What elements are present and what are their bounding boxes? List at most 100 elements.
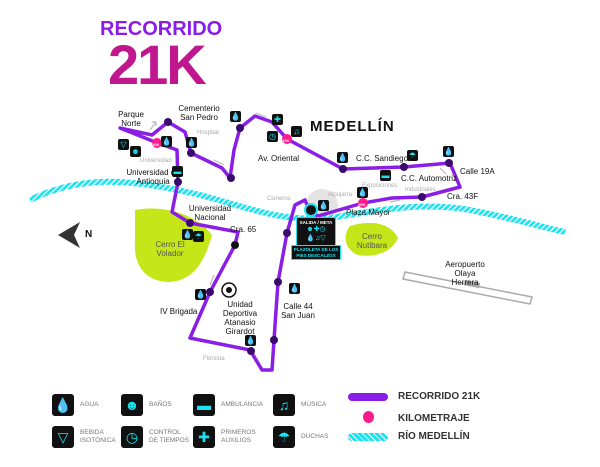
map-title: RECORRIDO [100, 18, 223, 40]
cup-icon: ▽ [118, 139, 129, 150]
first-aid-icon: ✚ [193, 426, 215, 448]
label-calle-44: Calle 44 San Juan [281, 302, 315, 320]
hill-el-volador [134, 208, 212, 282]
water-drop-icon: 💧 [289, 283, 300, 294]
km-swatch [362, 411, 374, 423]
hill-nutibara [345, 222, 398, 256]
music-icon: ♫ [273, 394, 295, 416]
label-cisneros: Cisneros [267, 196, 291, 202]
ambulance-icon: ▬ [193, 394, 215, 416]
water-drop-icon: 💧 [182, 229, 193, 240]
map-subtitle-21k: 21K [108, 33, 207, 96]
waypoint [187, 149, 195, 157]
airport-runway [402, 271, 533, 305]
shower-icon: ☂ [407, 150, 418, 161]
restroom-icon: ☻ [130, 146, 141, 157]
cup-icon: ▽ [52, 426, 74, 448]
city-label: MEDELLÍN [310, 118, 395, 135]
label-av-oriental: Av. Oriental [258, 154, 300, 163]
key-rio: RÍO MEDELLÍN [348, 431, 470, 442]
label-plazoleta: PLAZOLETA DE LOS PIES DESCALZOS [291, 245, 341, 260]
legend-banos: ☻BAÑOS [121, 394, 189, 416]
water-drop-icon: 💧 [245, 335, 256, 346]
first-aid-icon: ✚ [272, 114, 283, 125]
label-iv-brigada: IV Brigada [160, 307, 198, 316]
label-u-nacional: Universidad Nacional [188, 204, 232, 222]
alarm-clock-icon: ◷ [121, 426, 143, 448]
restroom-icon: ☻ [121, 394, 143, 416]
km-marker-20k [358, 198, 368, 208]
key-recorrido: RECORRIDO 21K [348, 391, 480, 402]
waypoint [206, 288, 214, 296]
waypoint [236, 124, 244, 132]
waypoint [174, 178, 182, 186]
waypoint [283, 229, 291, 237]
waypoint [186, 219, 194, 227]
start-finish-icon [304, 203, 318, 217]
label-universidad-metro: Universidad [140, 158, 172, 164]
compass-label: N [85, 229, 93, 240]
legend-bebida: ▽BEBIDA ISOTÓNICA [52, 426, 120, 448]
water-drop-icon: 💧 [337, 152, 348, 163]
label-cerro-nutibara: Cerro Nutibara [356, 232, 388, 250]
label-parque-norte: Parque Norte [118, 110, 144, 128]
km-marker-10k [152, 138, 162, 148]
label-unidad-deportiva: Unidad Deportiva Atanasio Girardot [222, 300, 258, 336]
legend-ambulancia: ▬AMBULANCIA [193, 394, 263, 416]
ambulance-icon: ▬ [172, 166, 183, 177]
label-industriales: Industriales [405, 187, 436, 193]
km-label-20k: 20K [358, 202, 366, 207]
alarm-clock-icon: ◷ [267, 131, 278, 142]
water-drop-icon: 💧 [161, 136, 172, 147]
waypoint [418, 193, 426, 201]
km-label-15k: 15K [282, 138, 290, 143]
waypoint [339, 165, 347, 173]
route-waypoints [164, 118, 453, 355]
route-21k [118, 114, 462, 372]
water-drop-icon: 💧 [230, 111, 241, 122]
river-swatch [348, 432, 388, 441]
label-calle-19a: Calle 19A [460, 167, 495, 176]
direction-arrows [149, 112, 447, 286]
water-drop-icon: 💧 [195, 289, 206, 300]
waypoint [247, 347, 255, 355]
shower-icon: ☂ [193, 231, 204, 242]
waypoint [227, 174, 235, 182]
label-cra-43f: Cra. 43F [447, 192, 479, 201]
legend-duchas: ☂DUCHAS [273, 426, 341, 448]
water-drop-icon: 💧 [52, 394, 74, 416]
label-aeropuerto: Aeropuerto Olaya Herrera [445, 260, 485, 287]
km-label-10k: 10K [152, 142, 160, 147]
label-cementerio: Cementerio San Pedro [178, 104, 220, 122]
km-marker-15k [282, 134, 292, 144]
label-alpujarra: Alpujarra [328, 192, 353, 198]
label-cerro-volador: Cerro El Volador [155, 240, 185, 258]
label-u-antioquia: Universidad de Antioquia [126, 168, 180, 186]
route-swatch [348, 392, 388, 401]
waypoint [270, 336, 278, 344]
music-icon: ♫ [291, 126, 302, 137]
waypoint [400, 163, 408, 171]
label-cc-automotriz: C.C. Automotriz [401, 174, 458, 183]
legend-control: ◷CONTROL DE TIEMPOS [121, 426, 189, 448]
legend-primeros-auxilios: ✚PRIMEROS AUXILIOS [193, 426, 261, 448]
label-cra-65: Cra. 65 [230, 225, 257, 234]
label-floresta: Floresta [203, 356, 225, 362]
label-plaza-mayor: Plaza Mayor [346, 208, 391, 217]
label-cc-sandiego: C.C. Sandiego [356, 154, 409, 163]
salida-meta-label: SALIDA / META [299, 220, 333, 225]
water-drop-icon: 💧 [318, 200, 329, 211]
waypoint [274, 278, 282, 286]
waypoint [445, 159, 453, 167]
label-hospital: Hospital [197, 130, 219, 136]
ambulance-icon: ▬ [380, 170, 391, 181]
label-exposiciones: Exposiciones [362, 183, 398, 189]
shower-icon: ☂ [273, 426, 295, 448]
compass-arrow-icon [58, 222, 80, 248]
km-markers [152, 134, 368, 208]
key-kilometraje: KILOMETRAJE [348, 411, 470, 426]
water-drop-icon: 💧 [186, 137, 197, 148]
legend-agua: 💧AGUA [52, 394, 120, 416]
water-drop-icon: 💧 [357, 187, 368, 198]
